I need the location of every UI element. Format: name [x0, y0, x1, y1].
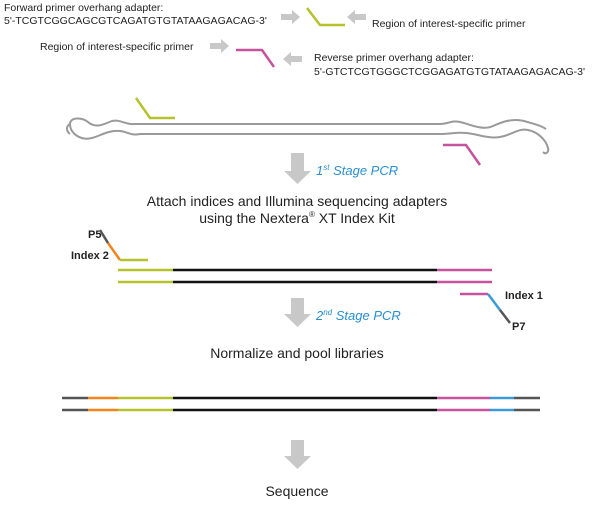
forward-primer-shape — [306, 7, 345, 27]
attach-heading-line1: Attach indices and Illumina sequencing a… — [147, 193, 447, 209]
forward-adapter-title: Forward primer overhang adapter: — [4, 2, 163, 14]
sequence-heading: Sequence — [265, 483, 328, 499]
stage2-number: 2 — [315, 308, 324, 323]
stage1-pcr-label: 1st Stage PCR — [316, 163, 398, 178]
stage1-text: Stage PCR — [329, 163, 398, 178]
index2-label: Index 2 — [71, 250, 109, 262]
arrow-from-reverse-adapter — [283, 52, 302, 66]
p7-adapter-segment — [499, 309, 511, 324]
roi-primer-label-left: Region of interest-specific primer — [40, 41, 194, 53]
arrow-to-forward-primer — [281, 10, 300, 24]
arrow-from-roi-primer-right — [347, 10, 366, 24]
primer-on-dna-reverse — [443, 143, 482, 166]
genomic-dna-strand — [66, 117, 550, 155]
reverse-adapter-sequence: 5'-GTCTCGTGGGCTCGGAGATGTGTATAAGAGACAG-3' — [314, 66, 585, 78]
roi-primer-label-right: Region of interest-specific primer — [372, 18, 526, 30]
reverse-primer-shape — [236, 48, 276, 68]
p5-label: P5 — [88, 229, 101, 241]
reverse-adapter-title: Reverse primer overhang adapter: — [314, 52, 474, 64]
p7-label: P7 — [512, 321, 525, 333]
attach-line2-part1: using the Nextera — [199, 210, 309, 226]
final-library — [62, 396, 540, 412]
normalize-heading: Normalize and pool libraries — [210, 345, 384, 361]
stage1-superscript: st — [323, 163, 330, 172]
stage2-text: Stage PCR — [332, 308, 401, 323]
registered-mark: ® — [309, 210, 315, 219]
index1-segment — [487, 293, 501, 311]
attach-line2-part2: XT Index Kit — [315, 210, 395, 226]
forward-adapter-sequence: 5'-TCGTCGGCAGCGTCAGATGTGTATAAGAGACAG-3' — [4, 15, 267, 27]
stage2-superscript: nd — [323, 308, 332, 317]
attach-heading-line2: using the Nextera® XT Index Kit — [199, 210, 395, 226]
index1-label: Index 1 — [505, 290, 543, 302]
down-arrow-sequence — [284, 440, 311, 469]
stage2-pcr-label: 2nd Stage PCR — [315, 308, 401, 323]
index2-segment — [106, 242, 122, 261]
down-arrow-stage1 — [284, 153, 311, 184]
primer-on-dna-forward — [134, 97, 175, 120]
amplicon — [118, 268, 492, 284]
stage1-number: 1 — [316, 163, 323, 178]
p5-adapter-segment — [98, 229, 110, 244]
arrow-to-roi-primer-left — [210, 39, 229, 53]
down-arrow-stage2 — [284, 298, 311, 327]
